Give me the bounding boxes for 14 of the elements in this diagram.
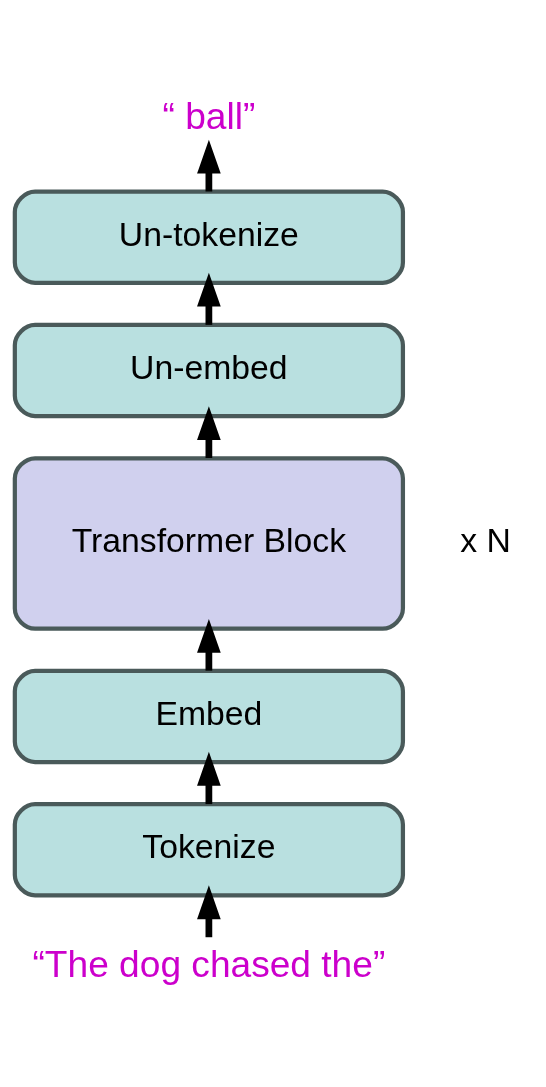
arrow (197, 406, 221, 458)
arrow (197, 272, 221, 325)
node-box: Embed (12, 668, 406, 765)
node-text: “ ball” (162, 94, 256, 137)
node-text: “The dog chased the” (32, 943, 386, 986)
arrow (197, 885, 221, 938)
node-box: Tokenize (12, 802, 406, 898)
arrow (197, 619, 221, 671)
node-box: Transformer Block (12, 456, 406, 631)
node-label: x N (460, 520, 511, 559)
node-box: Un-tokenize (12, 189, 406, 285)
node-box: Un-embed (12, 322, 406, 419)
arrow (197, 139, 221, 192)
arrow (197, 751, 221, 805)
